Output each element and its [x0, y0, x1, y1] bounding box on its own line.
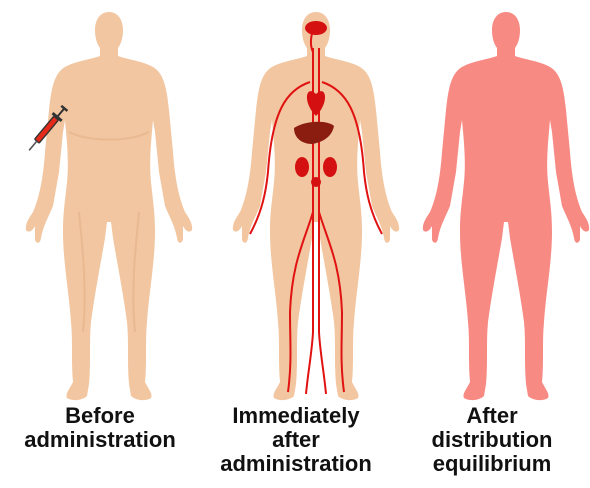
caption-line: Before [0, 404, 200, 428]
figure-before [26, 12, 192, 400]
body-silhouette [233, 12, 399, 400]
figure-immediately-after [233, 12, 399, 400]
kidney-right [323, 157, 337, 177]
caption-line: equilibrium [392, 452, 590, 476]
body-silhouette [423, 12, 589, 400]
caption-line: administration [0, 428, 200, 452]
caption-before: Before administration [0, 404, 200, 452]
brain [305, 21, 327, 35]
bladder [311, 177, 321, 187]
body-silhouette [26, 12, 192, 400]
caption-line: distribution [392, 428, 590, 452]
kidney-left [295, 157, 309, 177]
caption-after-equilibrium: After distribution equilibrium [392, 404, 590, 476]
caption-line: After [392, 404, 590, 428]
figure-after-equilibrium [423, 12, 589, 400]
caption-immediately-after: Immediately after administration [196, 404, 396, 476]
caption-line: Immediately [196, 404, 396, 428]
caption-line: after [196, 428, 396, 452]
caption-line: administration [196, 452, 396, 476]
